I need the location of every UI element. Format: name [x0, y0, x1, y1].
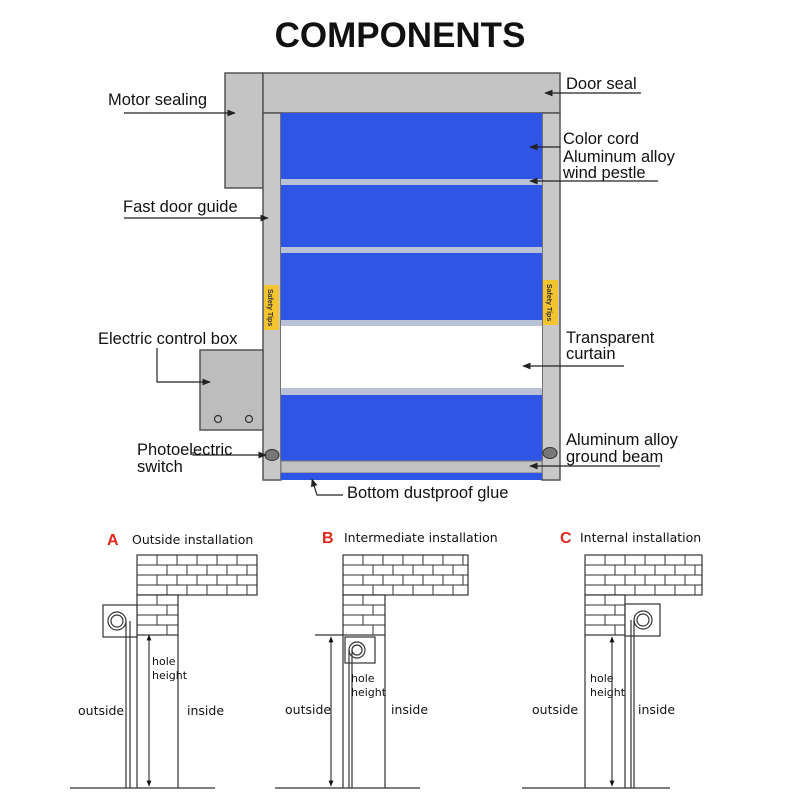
brick-lintel [584, 554, 703, 596]
inside-label: inside [638, 702, 675, 717]
top-box [262, 72, 561, 114]
photoelectric-leader [192, 451, 267, 459]
bottom-glue-leader [311, 478, 343, 496]
hole-label: hole [152, 655, 176, 668]
label-door-seal: Door seal [566, 75, 637, 93]
installation-c: C Internal installation hole height outs… [522, 530, 703, 789]
installation-letter: B [322, 530, 334, 547]
brick-lintel [342, 554, 469, 596]
control-box-screw [244, 414, 254, 424]
outside-label: outside [78, 703, 124, 718]
installation-title: Internal installation [580, 530, 701, 545]
installation-b: B Intermediate installation hole height … [275, 530, 498, 789]
transparent-curtain [281, 326, 542, 388]
label-alu-wind-2: wind pestle [562, 164, 646, 182]
installation-a: A Outside installation hole height outsi… [70, 532, 258, 789]
blue-panel [281, 185, 542, 247]
photoelectric-sensor [264, 449, 280, 461]
label-photo-2: switch [137, 458, 183, 476]
curtain [348, 650, 353, 788]
safety-tips-sticker [543, 280, 558, 325]
brick-column [342, 594, 386, 636]
label-electric-control-box: Electric control box [98, 330, 238, 348]
safety-tips-text: Safety Tips [266, 289, 273, 326]
roller-box [102, 604, 138, 638]
curtain [125, 621, 131, 788]
electric-control-box [199, 349, 264, 431]
control-box-leader [156, 348, 211, 386]
label-motor-sealing: Motor sealing [108, 91, 207, 109]
installation-letter: C [560, 530, 572, 547]
hole-label: hole [351, 672, 375, 685]
safety-tips-sticker [264, 285, 279, 330]
label-alu-ground-2: ground beam [566, 448, 663, 466]
leader-lines [124, 89, 660, 496]
label-fast-door-guide: Fast door guide [123, 198, 238, 216]
hole-label: hole [590, 672, 614, 685]
brick-column [136, 594, 179, 636]
blue-panel [281, 113, 542, 179]
height-label: height [590, 686, 626, 699]
roller-box [624, 603, 661, 637]
wind-pestle-bar [281, 179, 542, 185]
wind-pestle-bar [281, 320, 542, 326]
label-bottom-glue: Bottom dustproof glue [347, 484, 508, 502]
fast-door: Safety Tips Safety Tips [199, 72, 561, 481]
control-box-screw [213, 414, 223, 424]
label-transparent-1: Transparent [566, 329, 655, 347]
height-label: height [152, 669, 188, 682]
height-label: height [351, 686, 387, 699]
component-labels: Motor sealing Door seal Color cord Alumi… [98, 75, 679, 502]
roller-inner [110, 614, 124, 628]
roller-inner [636, 613, 650, 627]
photoelectric-sensor [542, 447, 558, 459]
installation-title: Intermediate installation [344, 530, 498, 545]
bottom-dustproof-glue [281, 473, 542, 480]
wind-pestle-bar [281, 247, 542, 253]
installation-letter: A [107, 532, 119, 549]
page-title: COMPONENTS [275, 16, 526, 55]
outside-label: outside [285, 702, 331, 717]
curtain [630, 620, 635, 788]
outside-label: outside [532, 702, 578, 717]
label-alu-ground-1: Aluminum alloy [566, 431, 679, 449]
motor-housing [224, 72, 264, 189]
blue-panel [281, 253, 542, 320]
inside-label: inside [391, 702, 428, 717]
label-color-cord: Color cord [563, 130, 639, 148]
brick-column [584, 594, 626, 636]
label-transparent-2: curtain [566, 345, 616, 363]
wind-pestle-bar [281, 388, 542, 395]
roller-box [344, 636, 376, 664]
inside-label: inside [187, 703, 224, 718]
ground-beam [280, 460, 543, 474]
blue-panel [281, 395, 542, 461]
installation-title: Outside installation [132, 532, 253, 547]
safety-tips-text: Safety Tips [545, 284, 552, 321]
label-photo-1: Photoelectric [137, 441, 232, 459]
label-alu-wind-1: Aluminum alloy [563, 148, 676, 166]
brick-lintel [136, 554, 258, 596]
